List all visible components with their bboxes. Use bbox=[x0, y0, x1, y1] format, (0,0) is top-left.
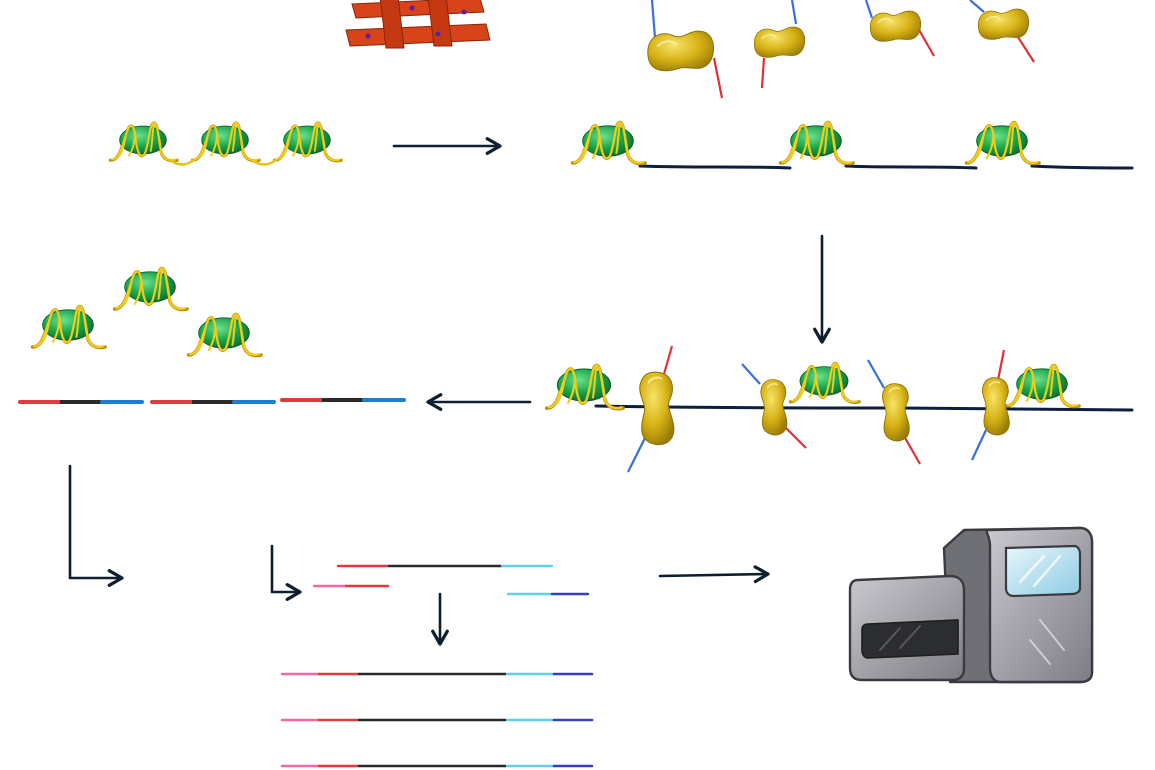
transposase-icon bbox=[867, 359, 921, 465]
transposase-icon bbox=[646, 0, 724, 99]
nucleosome-icon bbox=[788, 361, 862, 405]
transposase-icon bbox=[971, 349, 1011, 461]
compact-chromatin bbox=[108, 120, 344, 166]
nucleosome-icon bbox=[190, 120, 262, 163]
transposase-icon bbox=[864, 0, 935, 57]
elbow-arrow-icon bbox=[270, 544, 302, 601]
accessible-chromatin bbox=[573, 122, 1134, 170]
pcr-primer-annealing bbox=[312, 564, 590, 596]
tagmentation bbox=[547, 345, 1134, 473]
nucleosome-icon bbox=[115, 268, 188, 309]
transposase-group-free bbox=[646, 0, 1035, 99]
nucleosome-icon bbox=[547, 365, 623, 408]
transposase-icon bbox=[969, 0, 1035, 63]
released-nucleosomes bbox=[33, 268, 262, 355]
nucleosome-icon bbox=[967, 122, 1040, 163]
nucleosome-icon bbox=[272, 120, 344, 163]
nucleosome-icon bbox=[108, 120, 180, 163]
transposase-icon bbox=[627, 345, 676, 473]
elbow-arrow-icon bbox=[68, 464, 124, 587]
amplified-library bbox=[280, 672, 594, 768]
nucleosome-icon bbox=[1004, 363, 1082, 409]
nucleosome-icon bbox=[781, 122, 854, 163]
transposase-icon bbox=[741, 363, 807, 449]
tagmented-fragments bbox=[18, 398, 406, 404]
chromatin-fiber-icon bbox=[345, 0, 491, 49]
nucleosome-icon bbox=[573, 122, 646, 163]
transposase-icon bbox=[753, 0, 806, 89]
arrow-right-icon bbox=[658, 565, 770, 584]
nucleosome-icon bbox=[189, 314, 262, 355]
nucleosome-icon bbox=[33, 306, 106, 347]
sequencer-icon bbox=[848, 526, 1094, 684]
